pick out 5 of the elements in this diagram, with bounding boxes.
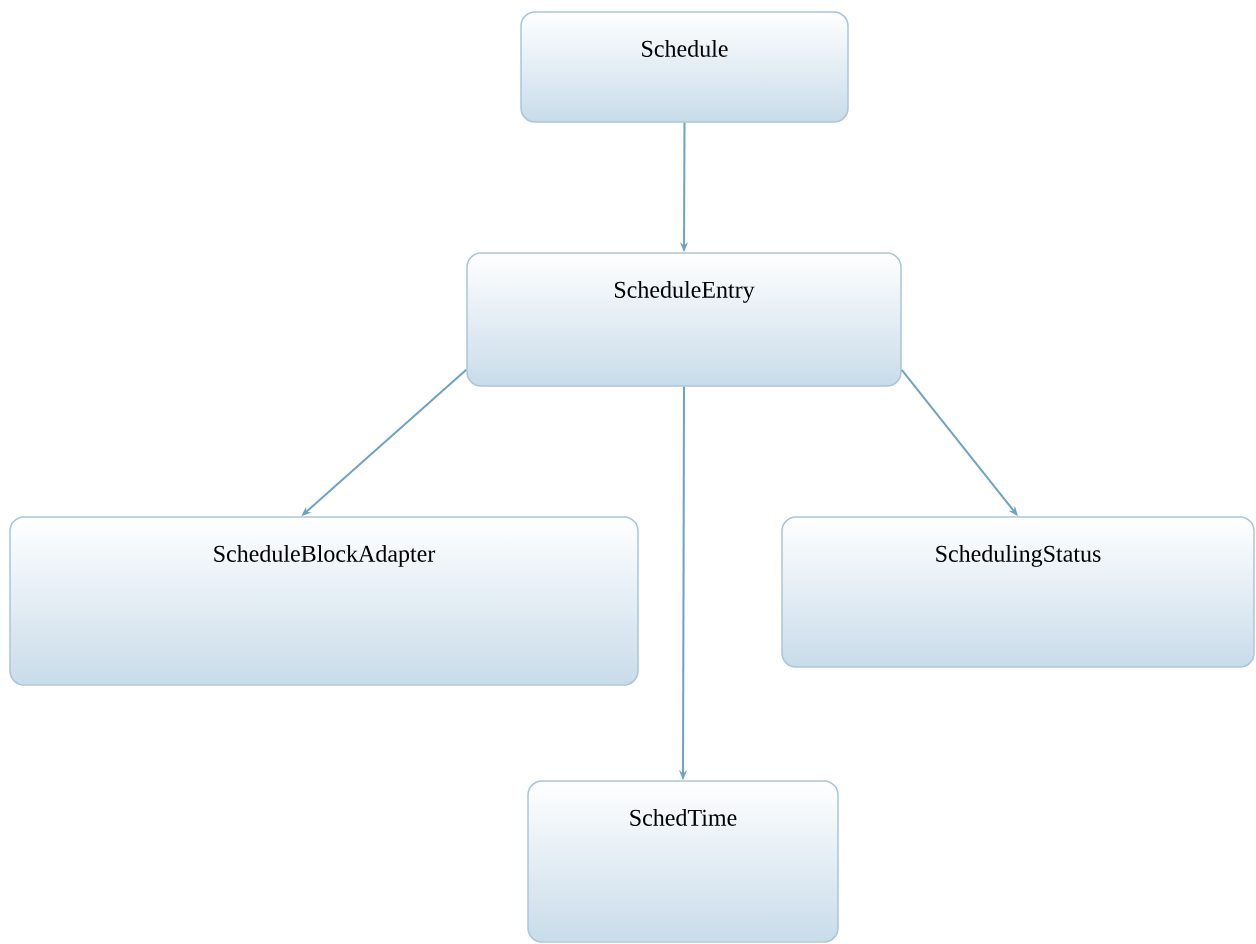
class-box: SchedTime (527, 780, 839, 943)
class-box: SchedulingStatus (781, 516, 1255, 668)
class-box: Schedule (520, 11, 849, 123)
class-box: ScheduleBlockAdapter (9, 516, 639, 686)
class-box: ScheduleEntry (466, 252, 902, 387)
